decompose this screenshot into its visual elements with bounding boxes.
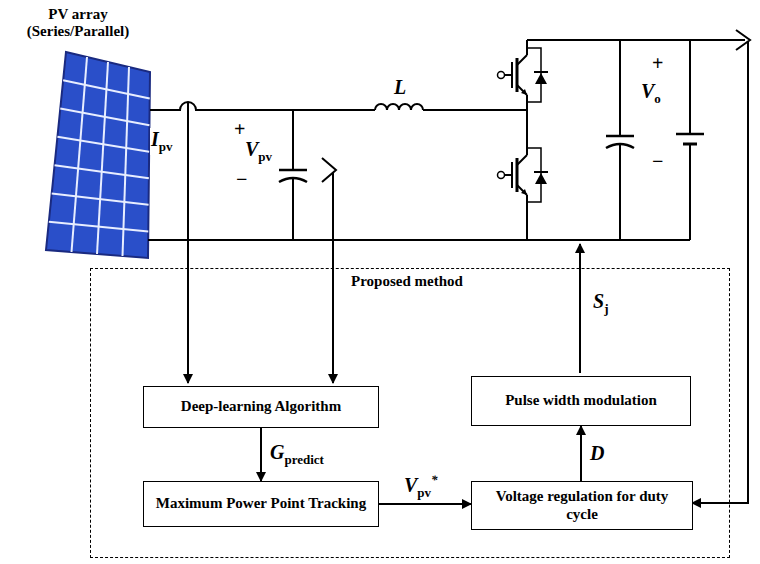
gate-signal-line <box>579 244 581 373</box>
signal-name: Vo <box>640 80 662 107</box>
capacitor-symbol <box>279 110 307 240</box>
method-region: Proposed methodDeep-learning Algorithm Pu… <box>90 268 730 558</box>
pv-panel <box>46 52 150 258</box>
box-label: Deep-learning Algorithm <box>181 398 341 415</box>
wire <box>526 210 528 240</box>
current-sense-line <box>187 102 189 383</box>
polarity-sign: + <box>652 52 663 75</box>
signal-arrow <box>580 426 582 481</box>
polarity-sign: − <box>652 150 663 173</box>
inductor-symbol <box>375 104 423 110</box>
signal-arrow <box>379 503 471 505</box>
signal-name: Gpredict <box>269 441 325 468</box>
signal-name: D <box>589 442 605 465</box>
polarity-sign: − <box>236 168 247 191</box>
negative-rail <box>148 239 690 241</box>
wire <box>423 109 527 111</box>
process-box: Voltage regulation for duty cycle <box>471 481 693 530</box>
process-box: Maximum Power Point Tracking <box>143 481 379 527</box>
igbt-symbol <box>498 140 549 210</box>
capacitor-symbol <box>606 40 634 240</box>
signal-name: Sj <box>592 290 609 317</box>
signal-name: Vpv* <box>403 472 439 501</box>
array-label: PV array (Series/Parallel) <box>8 6 148 41</box>
process-box: Pulse width modulation <box>471 376 691 426</box>
signal-arrow <box>260 428 262 481</box>
voltage-sense-line <box>332 172 334 383</box>
positive-rail <box>527 39 745 41</box>
signal-name: Ipv <box>150 128 174 155</box>
region-title: Proposed method <box>351 273 463 290</box>
igbt-symbol <box>498 40 549 110</box>
process-box: Deep-learning Algorithm <box>143 386 379 428</box>
box-label: Maximum Power Point Tracking <box>156 495 366 512</box>
pv-cell-grid <box>49 57 150 256</box>
box-label: Pulse width modulation <box>505 392 657 409</box>
wire <box>526 110 528 140</box>
battery-symbol <box>676 40 704 240</box>
feedback-line <box>692 42 748 503</box>
pv-positive-wire <box>150 102 375 110</box>
signal-name: Vpv <box>244 138 273 165</box>
component-name: L <box>393 76 407 99</box>
box-label: Voltage regulation for duty cycle <box>478 488 686 523</box>
